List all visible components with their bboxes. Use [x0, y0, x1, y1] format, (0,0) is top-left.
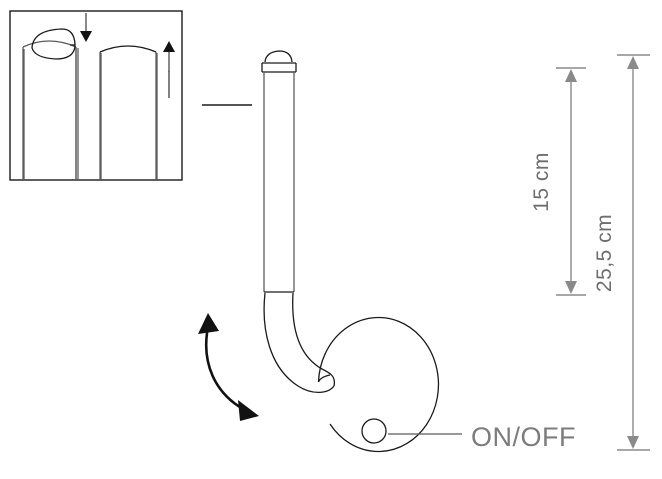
arm-inner-edge [292, 292, 336, 387]
inset-capped-cylinder [22, 40, 77, 180]
inset-border [9, 10, 183, 181]
dim255-label: 25,5 cm [593, 214, 616, 292]
base-circle-outline [317, 316, 440, 453]
cap-detail-inset [9, 10, 183, 181]
tilt-arrow-head-upper [198, 313, 219, 334]
dimension-head-length: 15 cm [530, 67, 586, 296]
inset-cap-lid [31, 28, 76, 60]
lamp-head-tube [261, 50, 297, 293]
tilt-arrow-head-lower [238, 400, 259, 421]
round-wall-plate [317, 316, 440, 453]
head-cap-dome [264, 50, 293, 63]
inset-down-arrow [80, 13, 92, 42]
inset-up-arrow [163, 41, 175, 98]
tilt-arc [204, 331, 245, 411]
dim15-arrow-down [565, 281, 577, 294]
base-circle-arm-notch [317, 374, 331, 383]
dim15-label: 15 cm [530, 152, 553, 212]
arm-outer-edge [263, 292, 335, 394]
inset-uncapped-cylinder [99, 45, 158, 180]
curved-arm [263, 292, 336, 394]
tilt-rotation-arrow [198, 313, 259, 421]
onoff-label: ON/OFF [471, 422, 576, 452]
dim255-arrow-down [627, 436, 639, 449]
onoff-switch-button[interactable] [361, 418, 387, 444]
dim255-arrow-up [627, 56, 639, 69]
inset-cylinder-body-left [23, 48, 79, 180]
dimension-total-height: 25,5 cm [593, 54, 650, 451]
dim15-arrow-up [565, 69, 577, 82]
